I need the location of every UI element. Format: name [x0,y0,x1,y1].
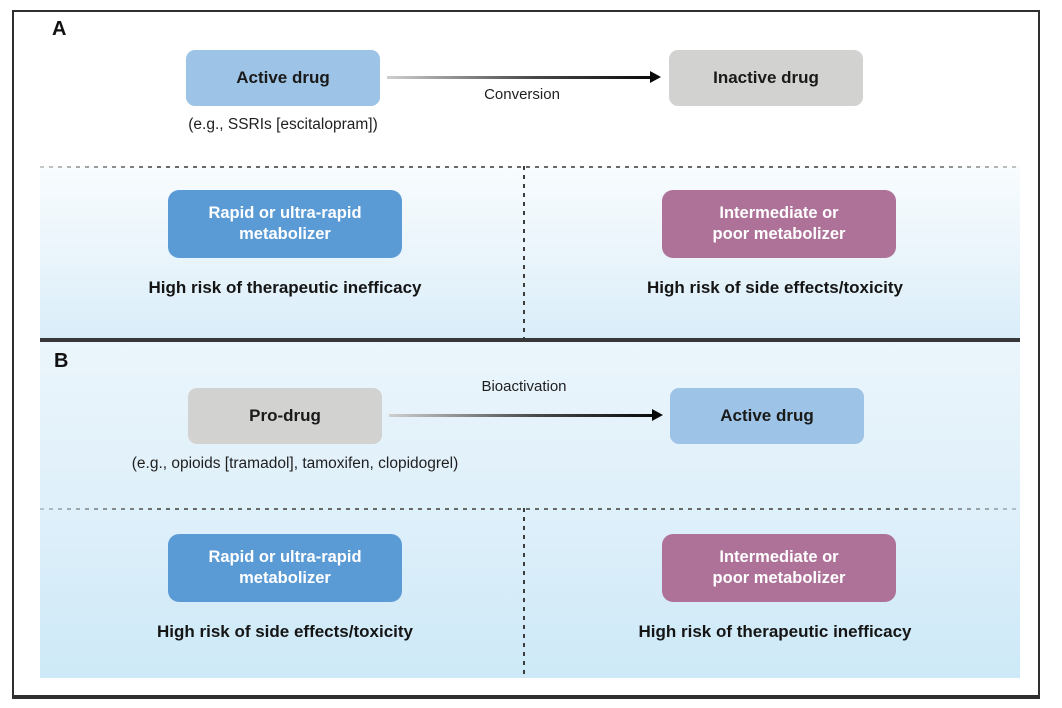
panel-b-rapid-metabolizer-box: Rapid or ultra-rapid metabolizer [168,534,402,602]
panel-a-arrow-label: Conversion [484,86,560,103]
panel-b-top-dashed-line [40,508,1020,510]
panel-b-bioactivation-arrow [389,409,663,421]
panel-a-risk-area: Rapid or ultra-rapid metabolizer High ri… [40,166,1020,338]
panel-b-target-drug-box: Active drug [670,388,864,444]
panel-b-right-risk-text: High risk of therapeutic inefficacy [638,622,912,641]
panel-a-conversion-arrow [387,71,661,83]
panel-b-label: B [54,350,69,372]
panel-a-poor-metabolizer-box: Intermediate or poor metabolizer [662,190,896,258]
panel-a-left-risk-text: High risk of therapeutic inefficacy [148,278,422,297]
panel-a-example-text: (e.g., SSRIs [escitalopram]) [188,116,378,133]
panel-b-area: B Pro-drug Bioactivation Active drug (e.… [40,342,1020,678]
panel-b-source-drug-box: Pro-drug [188,388,382,444]
panel-b-poor-metabolizer-box: Intermediate or poor metabolizer [662,534,896,602]
panel-b-left-risk-text: High risk of side effects/toxicity [156,622,413,641]
panel-a-top-dashed-line [40,166,1020,168]
panel-a-vertical-dashed-divider [523,166,525,338]
figure-frame: A Active drug Conversion Inactive drug (… [12,10,1040,699]
panel-a-label: A [52,18,67,40]
panel-b-example-text: (e.g., opioids [tramadol], tamoxifen, cl… [131,455,459,472]
panel-a-source-drug-box: Active drug [186,50,380,106]
panel-a-rapid-metabolizer-box: Rapid or ultra-rapid metabolizer [168,190,402,258]
panel-a-target-drug-box: Inactive drug [669,50,863,106]
panel-b-vertical-dashed-divider [523,508,525,678]
panel-b-arrow-label: Bioactivation [481,378,567,395]
panel-divider-rule [40,338,1020,342]
panel-a-right-risk-text: High risk of side effects/toxicity [646,278,903,297]
